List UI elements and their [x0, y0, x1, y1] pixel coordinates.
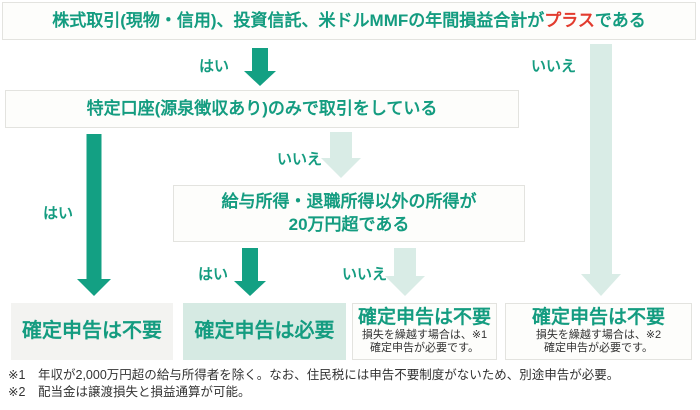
arrow-shaft — [330, 132, 352, 158]
branch-label-q3-yes: はい — [198, 266, 229, 283]
result-3-note-line1: 損失を繰越す場合は、※1 — [361, 328, 488, 341]
question-1-after: である — [594, 10, 646, 30]
question-3-line2: 20万円超である — [288, 214, 410, 234]
arrow-shaft — [242, 248, 258, 281]
result-4-note-line2: 確定申告が必要です。 — [544, 342, 653, 355]
result-1-title: 確定申告は不要 — [22, 320, 162, 342]
result-box-no-filing-1: 確定申告は不要 — [11, 303, 173, 360]
arrow-q2-no — [321, 132, 361, 178]
result-box-no-filing-3: 確定申告は不要 損失を繰越す場合は、※2 確定申告が必要です。 — [505, 303, 692, 360]
arrow-shaft — [394, 248, 416, 276]
branch-label-q1-yes: はい — [199, 58, 230, 75]
question-2-text: 特定口座(源泉徴収あり)のみで取引をしている — [86, 98, 438, 118]
question-3-line1: 給与所得・退職所得以外の所得が — [221, 192, 477, 212]
question-box-specific-account: 特定口座(源泉徴収あり)のみで取引をしている — [5, 90, 519, 128]
result-3-title: 確定申告は不要 — [357, 307, 491, 328]
result-4-note-line1: 損失を繰越す場合は、※2 — [535, 328, 662, 341]
footnotes: ※1 年収が2,000万円超の給与所得者を除く。なお、住民税には申告不要制度がな… — [8, 367, 619, 401]
footnote-1-text: 年収が2,000万円超の給与所得者を除く。なお、住民税には申告不要制度がないため… — [38, 368, 620, 382]
question-1-before: 株式取引(現物・信用)、投資信託、米ドルMMFの年間損益合計が — [52, 10, 545, 30]
result-4-title: 確定申告は不要 — [531, 307, 665, 328]
arrow-head — [234, 281, 266, 296]
result-2-title: 確定申告は必要 — [194, 320, 335, 342]
arrow-head — [77, 279, 111, 296]
result-box-no-filing-2: 確定申告は不要 損失を繰越す場合は、※1 確定申告が必要です。 — [352, 303, 497, 360]
question-1-highlight: プラス — [544, 10, 595, 30]
footnote-2: ※2 配当金は譲渡損失と損益通算が可能。 — [8, 384, 619, 401]
arrow-shaft — [86, 134, 102, 279]
branch-label-q2-yes: はい — [43, 205, 74, 222]
footnote-1-marker: ※1 — [8, 368, 26, 382]
arrow-head — [244, 71, 276, 86]
branch-label-q1-no: いいえ — [531, 58, 577, 75]
result-3-note-line2: 確定申告が必要です。 — [370, 342, 479, 355]
arrow-head — [321, 158, 361, 178]
arrow-q1-yes — [244, 48, 276, 86]
arrow-q1-no — [581, 44, 621, 296]
footnote-2-marker: ※2 — [8, 385, 26, 399]
question-1-text: 株式取引(現物・信用)、投資信託、米ドルMMFの年間損益合計がプラスである — [52, 10, 646, 32]
result-box-filing-required: 確定申告は必要 — [183, 303, 346, 360]
arrow-q3-no — [385, 248, 425, 296]
branch-label-q2-no: いいえ — [277, 151, 323, 168]
question-box-other-income: 給与所得・退職所得以外の所得が 20万円超である — [173, 185, 525, 242]
arrow-shaft — [252, 48, 268, 71]
arrow-head — [581, 274, 621, 296]
arrow-shaft — [590, 44, 612, 274]
question-box-profit-total: 株式取引(現物・信用)、投資信託、米ドルMMFの年間損益合計がプラスである — [2, 2, 696, 40]
arrow-head — [385, 276, 425, 296]
footnote-1: ※1 年収が2,000万円超の給与所得者を除く。なお、住民税には申告不要制度がな… — [8, 367, 619, 384]
arrow-q3-yes — [234, 248, 266, 296]
question-3-text: 給与所得・退職所得以外の所得が 20万円超である — [222, 191, 477, 235]
branch-label-q3-no: いいえ — [342, 266, 388, 283]
footnote-2-text: 配当金は譲渡損失と損益通算が可能。 — [38, 385, 251, 399]
arrow-q2-yes — [77, 134, 111, 296]
